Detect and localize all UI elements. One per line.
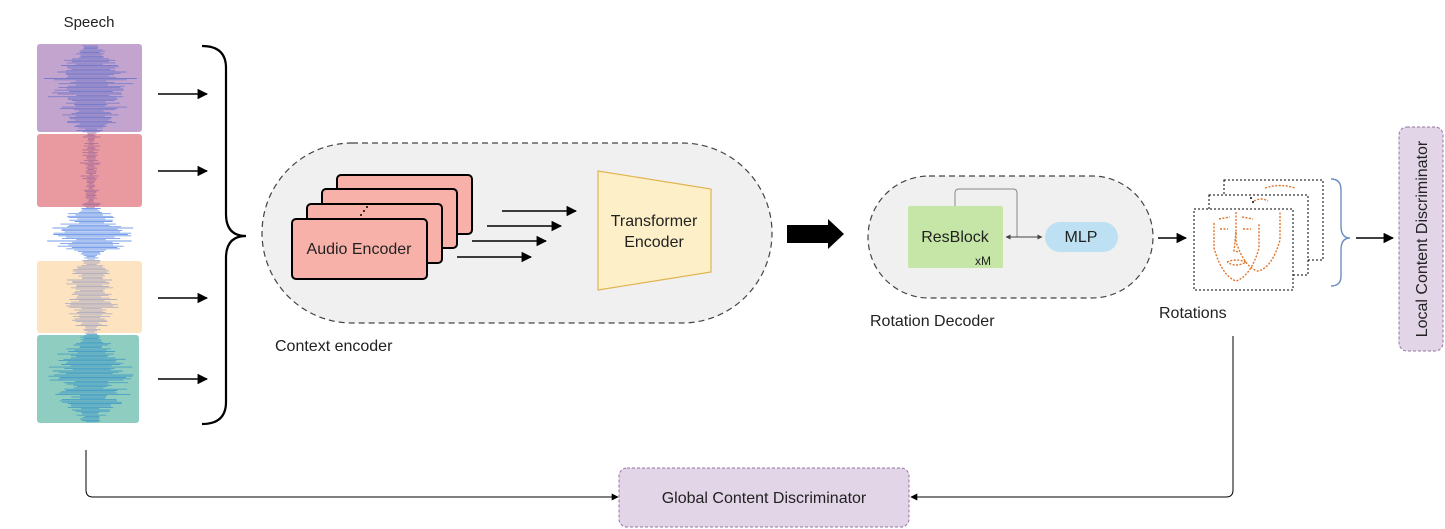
rotation-frames [1193,179,1324,291]
speech-label: Speech [64,14,115,31]
resblock-label: ResBlock [921,229,990,246]
context-encoder-label: Context encoder [275,338,393,355]
audio-encoder-label: Audio Encoder [307,241,413,258]
local-content-discriminator [1398,126,1444,352]
rotations-brace [1330,178,1351,287]
face-landmarks-icon [1213,184,1296,282]
transformer-label-line1: Transformer [611,213,698,230]
encoder-to-decoder-arrow [787,219,844,249]
mlp-block [1045,222,1118,252]
global-discriminator-label: Global Content Discriminator [662,490,867,507]
rotations-label: Rotations [1159,305,1227,322]
speech-waveform [37,44,142,423]
global-content-discriminator [618,467,910,528]
resblock-repeat-label: xM [975,254,991,268]
speech-to-global-arrow [85,450,619,501]
input-brace [201,44,247,426]
mlp-label: MLP [1065,229,1098,246]
local-discriminator-label: Local Content Discriminator [1414,140,1431,337]
rotation-decoder-label: Rotation Decoder [870,313,995,330]
rotation-frame-front [1193,208,1294,291]
audio-encoder-stack: Audio Encoder [291,174,473,280]
transformer-encoder [597,170,712,291]
rotations-to-global-arrow [910,336,1234,501]
audio-encoder-card-front [291,218,428,280]
resblock-skip-connection [954,188,1018,237]
waveform-lines [44,45,137,423]
resblock [908,206,1003,268]
transformer-label-line2: Encoder [624,234,684,251]
